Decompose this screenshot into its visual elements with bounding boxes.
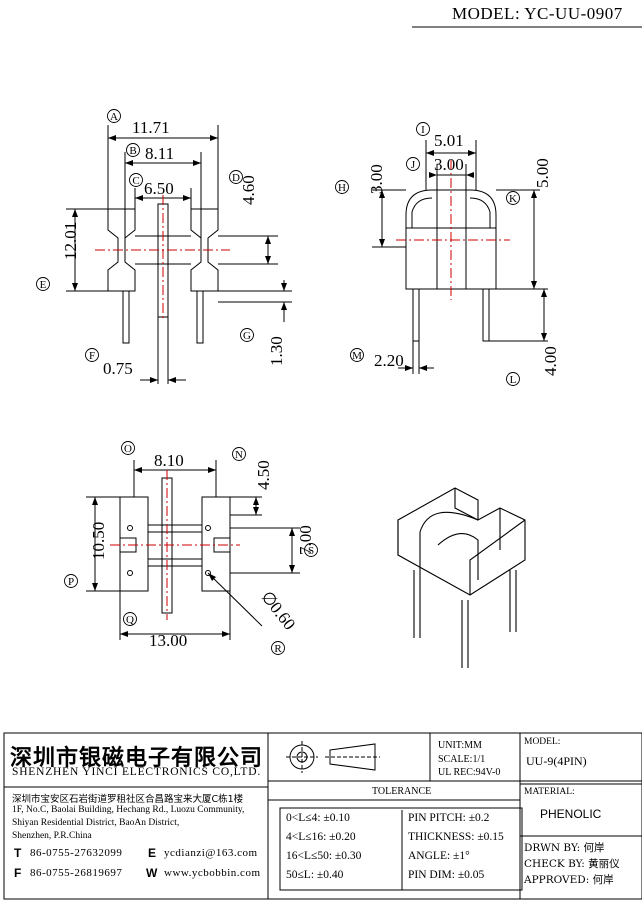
dim-f: 0.75: [103, 359, 133, 378]
ul-rec: UL REC:94V-0: [438, 767, 501, 778]
callout-o: O: [124, 443, 132, 455]
model-value: UU-9(4PIN): [526, 754, 587, 768]
address-cn: 深圳市宝安区石岩街道罗租社区合昌路宝来大厦C栋1楼: [12, 794, 244, 805]
dimension-values: 11.71 8.11 6.50 4.60 12.01 0.75 1.30 3.0…: [61, 118, 560, 650]
unit: UNIT:MM: [438, 740, 482, 751]
thickness: THICKNESS: ±0.15: [408, 831, 504, 843]
callout-p: P: [68, 576, 74, 588]
callout-m: M: [352, 350, 362, 362]
iso-view: [397, 487, 526, 668]
email-value: ycdianzi@163.com: [164, 847, 258, 859]
dim-i: 5.01: [434, 131, 464, 150]
angle: ANGLE: ±1°: [408, 850, 470, 862]
company-en: SHENZHEN YINCI ELECTRONICS CO,LTD.: [12, 766, 261, 778]
callout-k: K: [509, 193, 517, 205]
top-view: [86, 460, 300, 640]
dim-g: 1.30: [267, 336, 286, 366]
dim-l: 4.00: [541, 346, 560, 376]
tol-4: 50≤L: ±0.40: [286, 869, 344, 881]
dim-s: 7.00: [296, 525, 315, 555]
tel-label: T: [14, 846, 22, 860]
callout-s: S: [308, 545, 314, 557]
callout-j: J: [411, 159, 416, 171]
tolerance-title: TOLERANCE: [372, 786, 432, 797]
dim-k: 5.00: [533, 158, 552, 188]
callout-i: I: [421, 124, 425, 136]
address-en-3: Shenzhen, P.R.China: [12, 831, 92, 841]
callout-b: B: [129, 145, 136, 157]
email-label: E: [148, 846, 157, 860]
approved-by: APPROVED: 何岸: [524, 874, 614, 886]
side-view: [372, 140, 548, 374]
pin-pitch: PIN PITCH: ±0.2: [408, 812, 490, 824]
callout-l: L: [510, 374, 517, 386]
callout-h: H: [338, 182, 346, 194]
tol-1: 0<L≤4: ±0.10: [286, 812, 350, 824]
web-label: W: [146, 866, 158, 880]
callout-e: E: [40, 279, 47, 291]
callout-n: N: [235, 449, 243, 461]
tol-3: 16<L≤50: ±0.30: [286, 850, 362, 862]
material-label: MATERIAL:: [524, 787, 575, 797]
company-cn: 深圳市银磁电子有限公司: [10, 746, 264, 771]
tol-2: 4<L≤16: ±0.20: [286, 831, 356, 843]
callout-g: G: [243, 330, 251, 342]
dim-c: 6.50: [144, 179, 174, 198]
fax-label: F: [14, 866, 22, 880]
address-en-2: Shiyan Residential District, BaoAn Distr…: [12, 818, 180, 828]
callout-d: D: [232, 172, 240, 184]
model-label: MODEL:: [524, 737, 561, 747]
fax-value: 86-0755-26819697: [30, 867, 123, 879]
dim-m: 2.20: [374, 351, 404, 370]
drawn-by: DRWN BY: 何岸: [524, 842, 605, 854]
dim-p: 10.50: [89, 522, 108, 560]
model-header: MODEL: YC-UU-0907: [452, 4, 623, 23]
scale: SCALE:1/1: [438, 754, 486, 765]
address-en-1: 1F, No.C, Baolai Building, Hechang Rd., …: [12, 805, 245, 815]
callout-q: Q: [126, 614, 134, 626]
callout-labels: A B C D E F G H I J K L M O N P S Q R: [40, 111, 517, 655]
dim-n: 4.50: [254, 460, 273, 490]
pin-dim: PIN DIM: ±0.05: [408, 869, 485, 881]
dim-h: 3.00: [367, 164, 386, 194]
dim-j: 3.00: [434, 155, 464, 174]
dim-d: 4.60: [239, 175, 258, 205]
tel-value: 86-0755-27632099: [30, 847, 123, 859]
callout-a: A: [110, 111, 118, 123]
check-by: CHECK BY: 黄丽仪: [524, 858, 620, 870]
dim-e: 12.01: [61, 222, 80, 260]
callout-r: R: [274, 643, 282, 655]
web-value: www.ycbobbin.com: [164, 867, 261, 879]
dim-a: 11.71: [132, 118, 170, 137]
material-value: PHENOLIC: [540, 807, 602, 821]
dim-o: 8.10: [154, 451, 184, 470]
front-view: [66, 125, 292, 384]
callout-f: F: [89, 350, 95, 362]
dim-q: 13.00: [149, 631, 187, 650]
dim-b: 8.11: [145, 144, 174, 163]
callout-c: C: [132, 175, 139, 187]
